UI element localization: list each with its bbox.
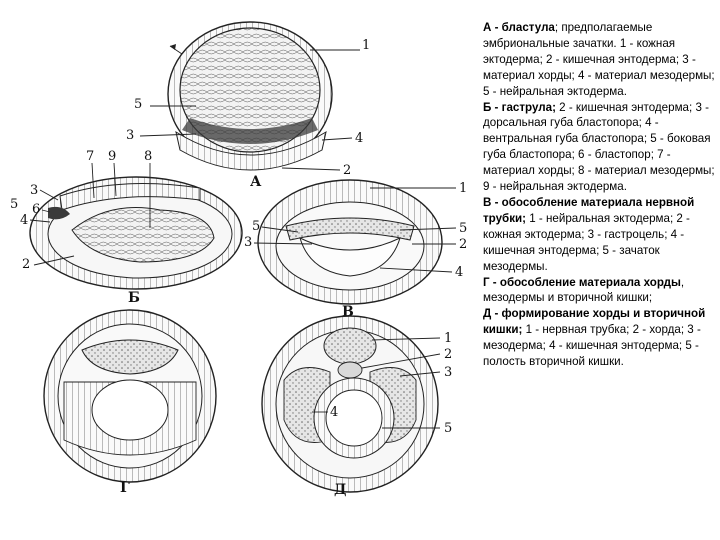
caption-v-items: 1 - нейральная эктодерма; 2 - кожная экт…: [483, 211, 690, 273]
figure-caption: А - бластула; предполагаемые эмбриональн…: [483, 20, 715, 370]
panel-v-neural-plate: [257, 179, 443, 305]
label-v-5-left: 5: [252, 219, 260, 234]
label-b-7: 7: [86, 149, 94, 164]
label-b-2: 2: [22, 257, 30, 272]
panel-b-gastrula: [29, 176, 243, 290]
caption-g-text: , мезодермы и вторичной кишки;: [483, 275, 685, 305]
panel-a-blastula: [167, 21, 333, 171]
label-v-4: 4: [455, 265, 463, 280]
label-a-3: 3: [126, 128, 134, 143]
label-b-8: 8: [144, 149, 152, 164]
embryo-illustration: 1 5 3 4 2 А 7 9 8 3 5 6 4 2 Б 1 5 3 5 2 …: [10, 21, 467, 498]
label-d-2: 2: [444, 347, 452, 362]
caption-g-title: Г - обособление материала хорды: [483, 275, 681, 289]
label-b-4: 4: [20, 213, 28, 228]
label-d-5: 5: [444, 421, 452, 436]
panel-letter-a: А: [250, 174, 262, 190]
caption-b-items: 2 - кишечная энтодерма; 3 - дорсальная г…: [483, 100, 715, 194]
label-v-5-right: 5: [459, 221, 467, 236]
caption-b-title: Б - гаструла;: [483, 100, 556, 114]
label-d-4: 4: [330, 405, 338, 420]
embryo-figure: 1 5 3 4 2 А 7 9 8 3 5 6 4 2 Б 1 5 3 5 2 …: [10, 21, 467, 498]
caption-g: Г - обособление материала хорды, мезодер…: [483, 275, 715, 307]
label-v-1: 1: [459, 181, 467, 196]
label-b-6: 6: [32, 202, 40, 217]
label-a-4: 4: [355, 131, 363, 146]
label-v-2: 2: [459, 237, 467, 252]
caption-a-items: 1 - кожная эктодерма; 2 - кишечная энтод…: [483, 36, 715, 98]
panel-g-chord-separation: [43, 309, 217, 483]
caption-v-title: В - обособление материала нервной трубки…: [483, 195, 695, 225]
caption-a-text: ; предполагаемые эмбриональные зачатки.: [483, 21, 653, 50]
caption-b: Б - гаструла; 2 - кишечная энтодерма; 3 …: [483, 100, 715, 195]
label-b-3: 3: [30, 183, 38, 198]
label-v-3: 3: [244, 235, 252, 250]
caption-a: А - бластула; предполагаемые эмбриональн…: [483, 20, 715, 100]
label-a-1: 1: [362, 38, 370, 53]
caption-d-title: Д - формирование хорды и вторичной кишки…: [483, 307, 706, 337]
caption-d: Д - формирование хорды и вторичной кишки…: [483, 306, 715, 370]
label-b-5: 5: [10, 197, 18, 212]
panel-letter-d: Д: [334, 482, 346, 498]
label-a-5: 5: [134, 97, 142, 112]
caption-v: В - обособление материала нервной трубки…: [483, 195, 715, 275]
label-b-9: 9: [108, 149, 116, 164]
label-a-2: 2: [343, 163, 351, 178]
panel-d-chord-formation: [261, 315, 439, 493]
label-d-3: 3: [444, 365, 452, 380]
label-d-1: 1: [444, 331, 452, 346]
caption-d-items: 1 - нервная трубка; 2 - хорда; 3 - мезод…: [483, 323, 701, 369]
caption-a-title: А - бластула: [483, 21, 555, 34]
panel-letter-b: Б: [128, 290, 140, 306]
panel-letter-g: Г: [120, 480, 130, 496]
